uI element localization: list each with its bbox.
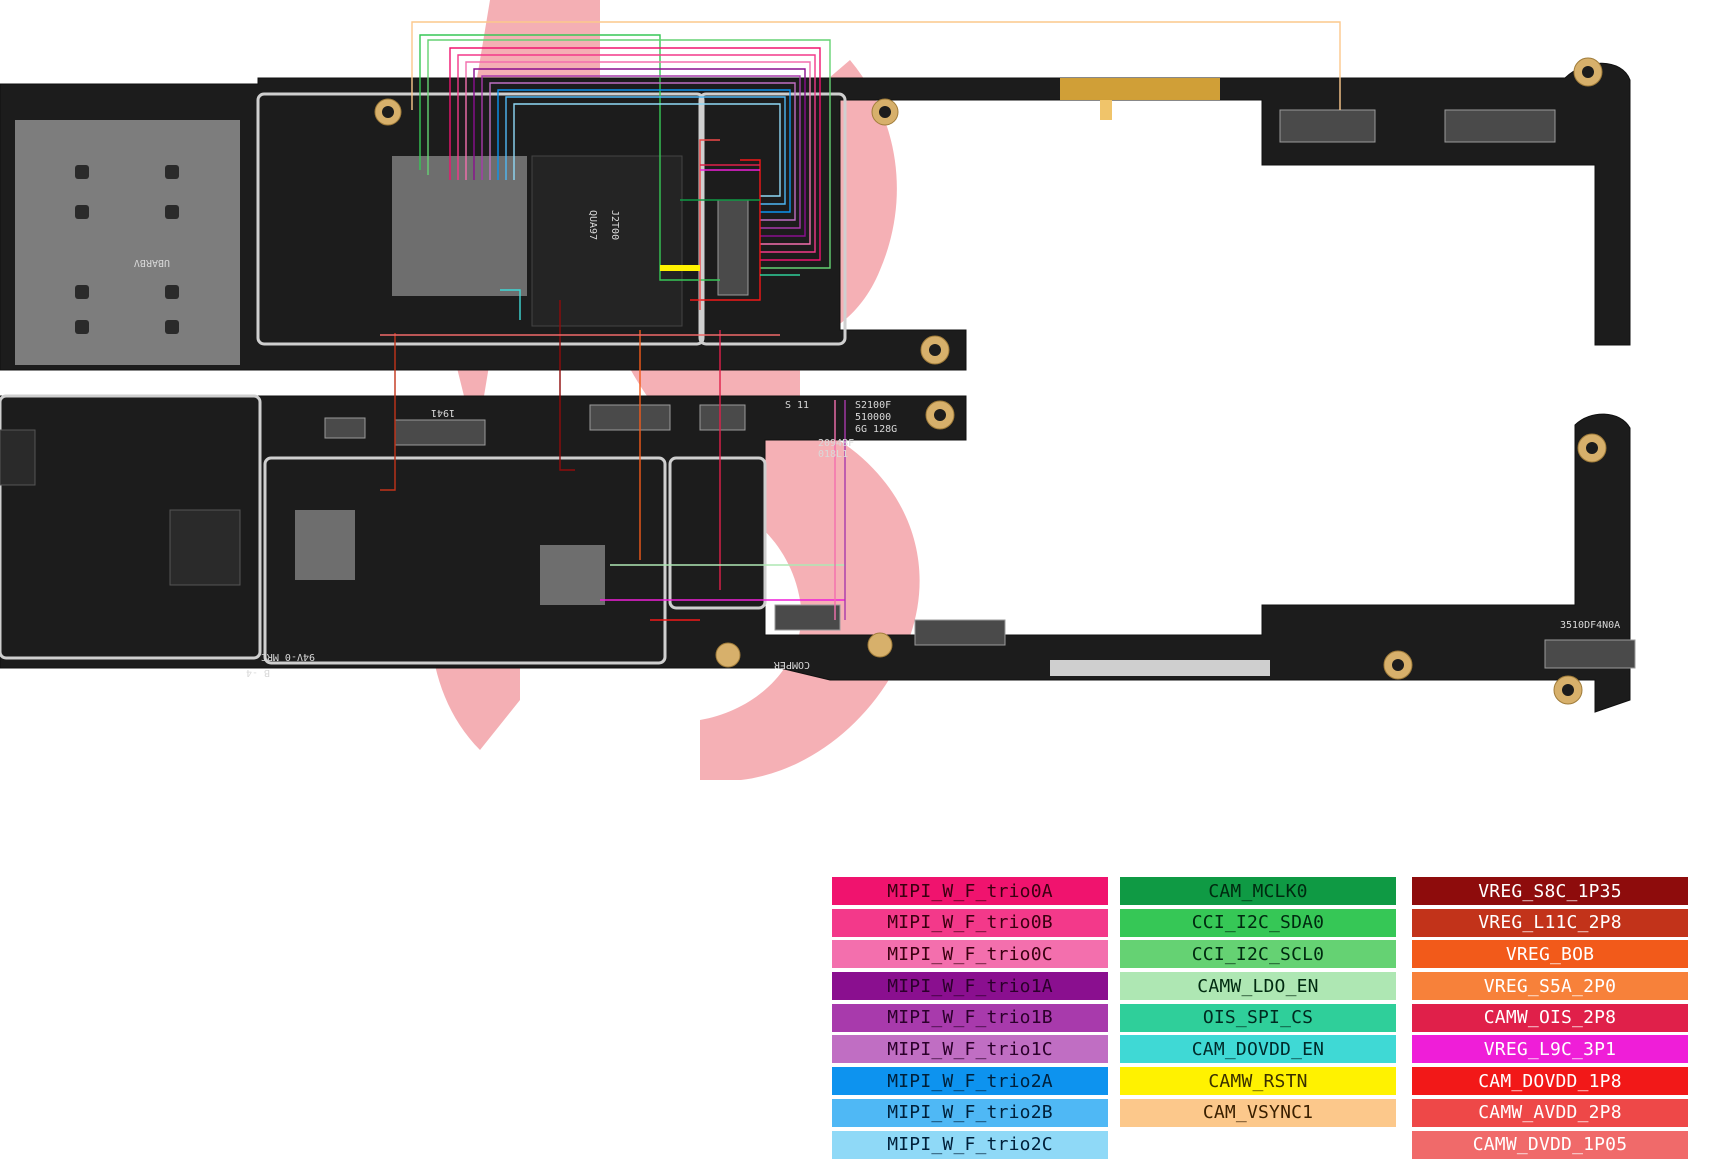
connector-lower-6 [1544,639,1636,669]
connector-lower-3 [699,404,746,431]
silk-right-code: 3510DF4N0A [1560,620,1620,631]
legend-item: MIPI_W_F_trio2A [832,1067,1108,1096]
sticker-line-2: 510000 [855,412,891,423]
sim-label: UBARBV [134,257,170,268]
legend-item: CAM_MCLK0 [1120,877,1396,905]
legend-item: VREG_L9C_3P1 [1412,1035,1688,1064]
connector-upper-1 [1279,109,1376,143]
legend-item: VREG_S5A_2P0 [1412,972,1688,1001]
legend-item: CAM_DOVDD_1P8 [1412,1067,1688,1096]
legend-item: CAMW_RSTN [1120,1067,1396,1096]
legend-item: MIPI_W_F_trio1A [832,972,1108,1001]
connector-lower-4 [774,604,841,631]
sticker-line-1: S2100F [855,400,891,411]
legend-item: MIPI_W_F_trio0C [832,940,1108,969]
circuit-board-diagram: UBARBV QUA97 J2T00 [0,0,1636,780]
legend-item: VREG_L11C_2P8 [1412,908,1688,937]
legend-item: MIPI_W_F_trio1B [832,1003,1108,1032]
legend-item: MIPI_W_F_trio0B [832,908,1108,937]
bga-chip-lower-left [295,510,355,580]
legend-item: CAM_VSYNC1 [1120,1098,1396,1127]
bga-chip-lower-mid [540,545,605,605]
legend-item: MIPI_W_F_trio0A [832,877,1108,905]
silk-comper: COMPER [773,659,810,670]
chip-label-a: QUA97 [587,210,598,240]
sim-tray [15,120,240,365]
legend-item: CAMW_DVDD_1P05 [1412,1130,1688,1159]
silk-s11: S 11 [785,400,809,411]
memory-chip [531,155,683,327]
legend-item: CAM_DOVDD_EN [1120,1035,1396,1064]
bga-chip-left [392,156,527,296]
silk-1941: 1941 [431,407,455,418]
legend-item: MIPI_W_F_trio1C [832,1035,1108,1064]
sticker-line-3: 6G 128G [855,424,897,435]
legend-item: CAMW_LDO_EN [1120,972,1396,1001]
legend-item: VREG_S8C_1P35 [1412,877,1688,905]
chip-label-b: J2T00 [609,210,620,240]
legend-item: MIPI_W_F_trio2C [832,1130,1108,1159]
legend-item: OIS_SPI_CS [1120,1003,1396,1032]
connector-upper-mid [717,199,749,296]
connector-lower-5 [914,619,1006,646]
legend-item: CAMW_AVDD_2P8 [1412,1098,1688,1127]
connector-lower-2 [589,404,671,431]
legend-item: CCI_I2C_SDA0 [1120,908,1396,937]
legend-item: CCI_I2C_SCL0 [1120,940,1396,969]
legend-item: CAMW_OIS_2P8 [1412,1003,1688,1032]
sticker-line-5: 018L1 [818,449,848,460]
legend-item: VREG_BOB [1412,940,1688,969]
signal-traces [380,21,1341,621]
legend-column-mipi: MIPI_W_F_trio0A MIPI_W_F_trio0B MIPI_W_F_t… [832,877,1108,1162]
legend-item: MIPI_W_F_trio2B [832,1098,1108,1127]
lower-board [0,395,1631,713]
sticker-line-4: 2094BF [818,438,854,449]
connector-upper-2 [1444,109,1556,143]
signal-legend: MIPI_W_F_trio0A MIPI_W_F_trio0B MIPI_W_F_t… [832,877,1688,1162]
silk-bottom-code-2: B -4 [246,667,270,678]
silk-bottom-code: 94V-0 MRC [261,651,315,662]
connector-lower-1 [394,419,486,446]
